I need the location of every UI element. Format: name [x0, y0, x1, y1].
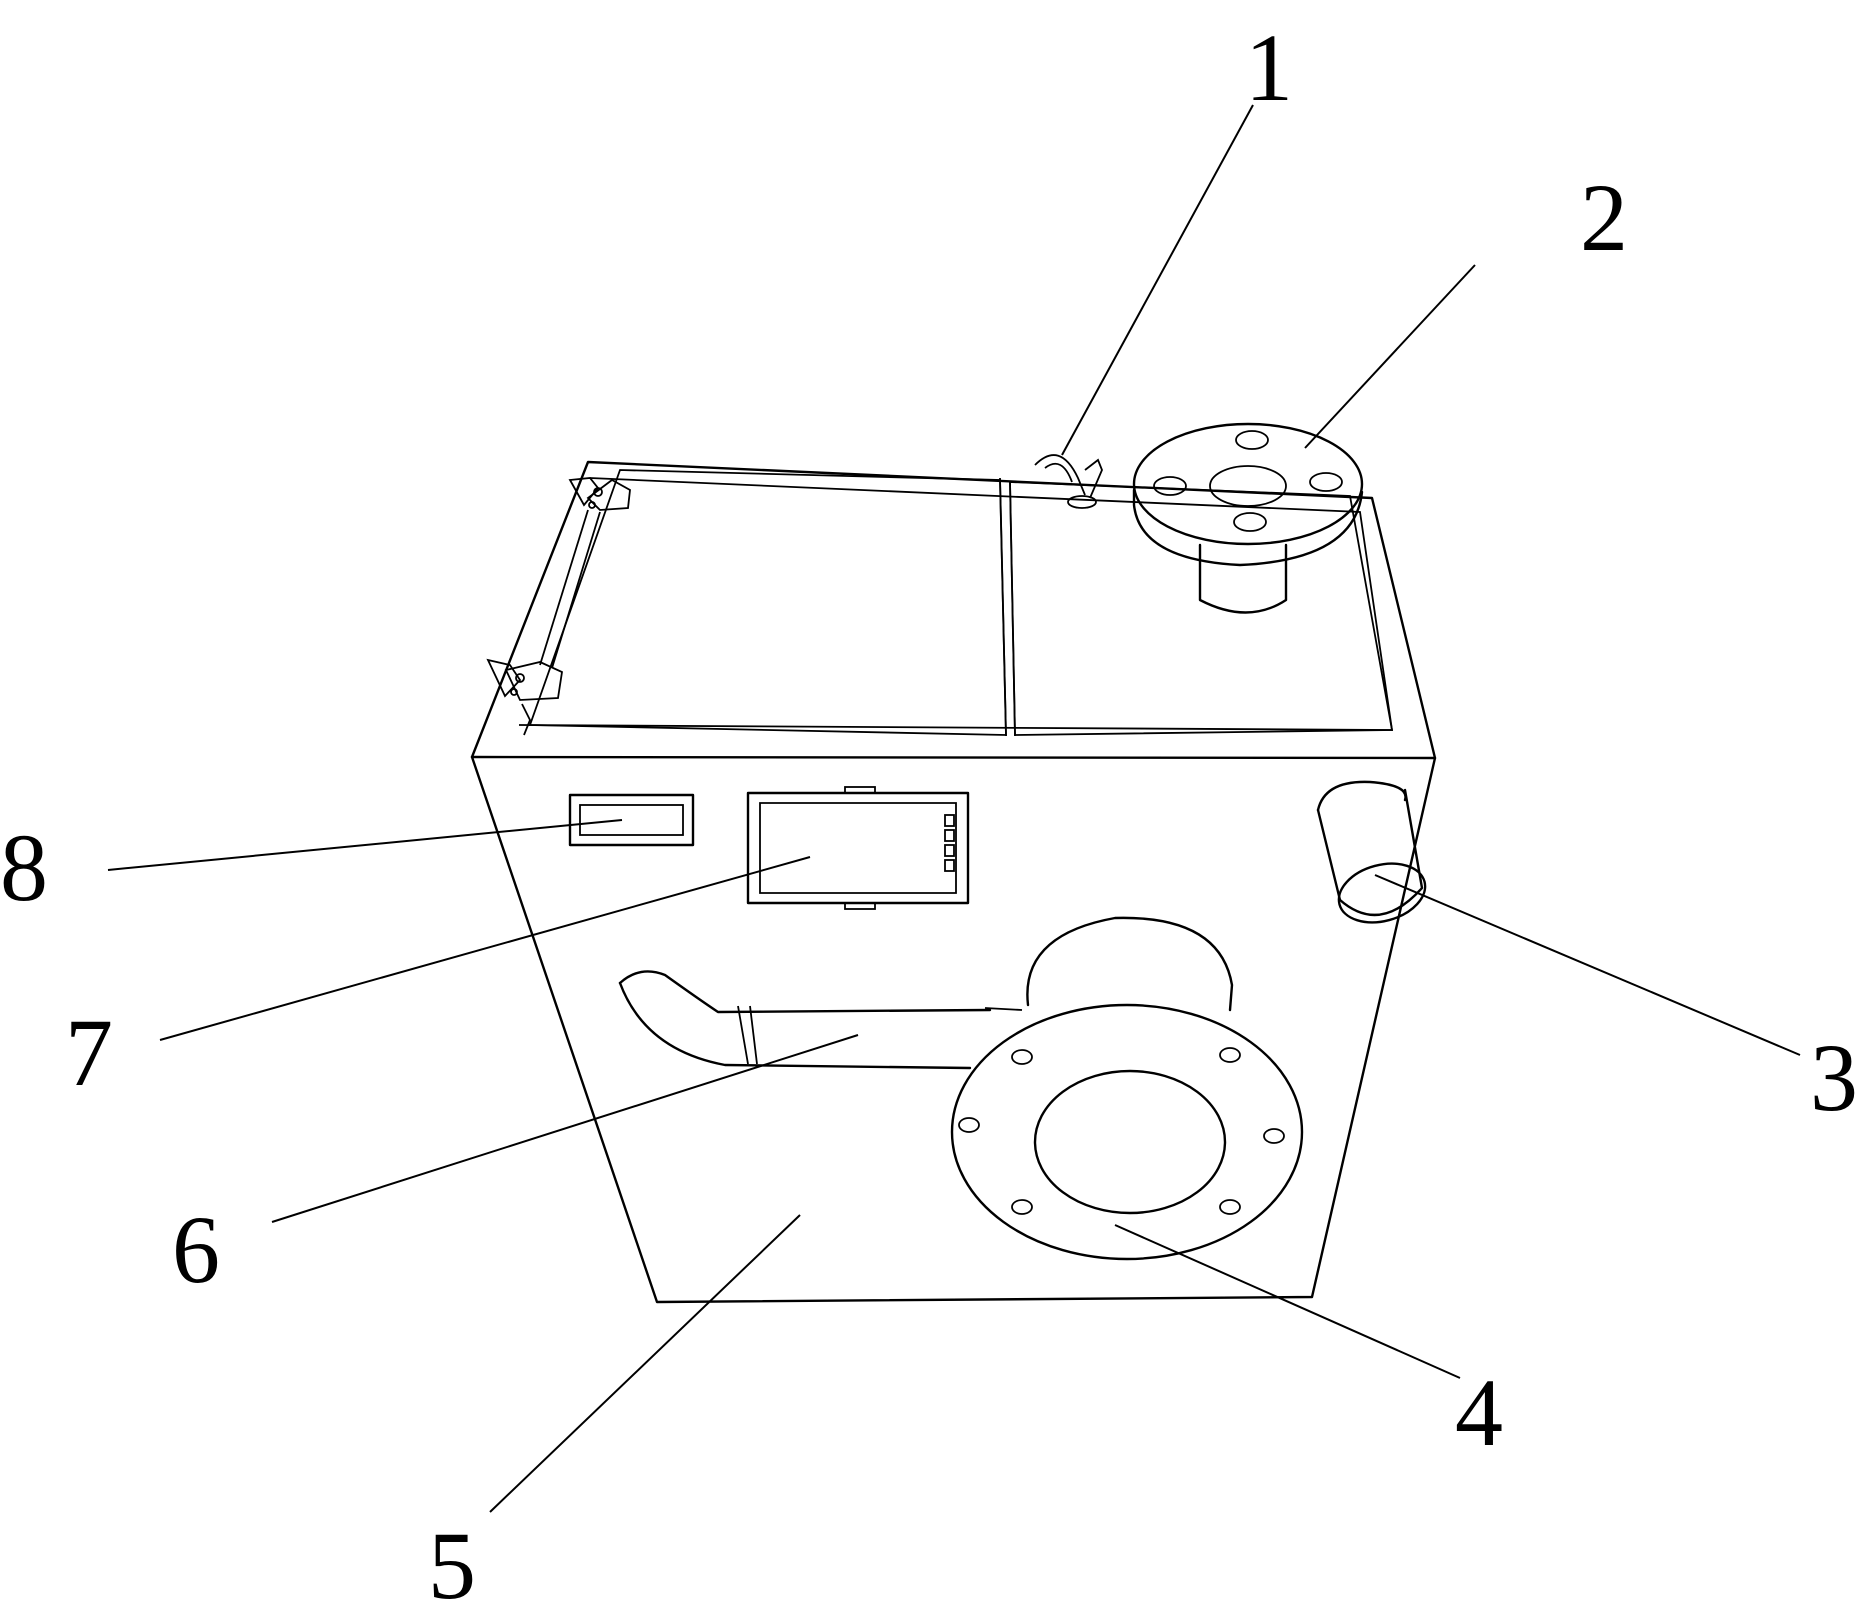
hinge-lower [486, 658, 563, 736]
leader-2 [1304, 264, 1476, 449]
leader-1 [1061, 104, 1254, 456]
leader-8 [107, 819, 623, 871]
item-2-top-flange [1132, 422, 1364, 614]
callout-5: 5 [428, 1512, 476, 1607]
item-1-cable-inlet [1034, 454, 1103, 509]
leader-3 [1374, 874, 1801, 1056]
leader-7 [159, 856, 811, 1041]
item-6-bent-pipe [618, 970, 1023, 1070]
callout-7: 7 [65, 999, 113, 1106]
leader-6 [271, 1034, 859, 1223]
item-8-indicator-switch [568, 793, 695, 847]
callout-3: 3 [1810, 1024, 1858, 1131]
leader-4 [1114, 1224, 1461, 1379]
callout-6: 6 [172, 1196, 220, 1303]
callout-8: 8 [0, 814, 48, 921]
leader-5 [489, 1214, 801, 1513]
callout-labels: 1 2 3 4 5 6 7 8 [0, 14, 1858, 1607]
leader-lines [107, 104, 1801, 1513]
hinge-upper [539, 477, 631, 669]
callout-1: 1 [1245, 14, 1293, 121]
callout-4: 4 [1455, 1359, 1503, 1466]
item-3-side-cylinder [1316, 780, 1427, 924]
item-7-control-panel [746, 786, 970, 910]
top-cover [518, 469, 1394, 737]
callout-2: 2 [1580, 164, 1628, 271]
item-4-front-flange [950, 916, 1304, 1261]
